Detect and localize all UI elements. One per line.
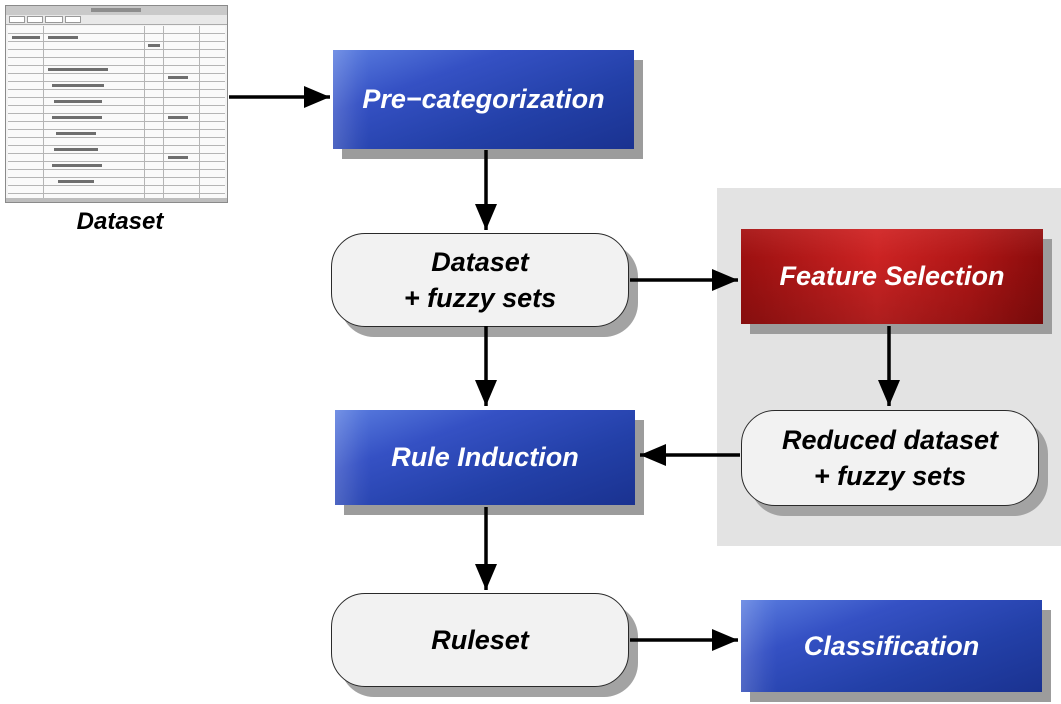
dataset-fuzzy-line2: + fuzzy sets	[403, 283, 557, 313]
dataset-label: Dataset	[76, 208, 164, 235]
dataset-fuzzy-sets-box: Dataset + fuzzy sets	[331, 233, 629, 327]
ruleset-label: Ruleset	[431, 625, 529, 655]
reduced-dataset-box: Reduced dataset + fuzzy sets	[741, 410, 1039, 506]
classification-box: Classification	[741, 600, 1042, 692]
precategorization-box: Pre−categorization	[333, 50, 634, 149]
reduced-dataset-line1: Reduced dataset	[781, 425, 999, 455]
feature-selection-box: Feature Selection	[741, 229, 1043, 324]
precategorization-label: Pre−categorization	[362, 84, 605, 114]
classification-label: Classification	[803, 630, 980, 661]
rule-induction-box: Rule Induction	[335, 410, 635, 505]
dataset-fuzzy-line1: Dataset	[431, 247, 529, 277]
dataset-spreadsheet-thumbnail	[5, 5, 228, 203]
rule-induction-label: Rule Induction	[391, 442, 579, 472]
ruleset-box: Ruleset	[331, 593, 629, 687]
reduced-dataset-line2: + fuzzy sets	[813, 461, 967, 491]
feature-selection-label: Feature Selection	[779, 261, 1005, 291]
